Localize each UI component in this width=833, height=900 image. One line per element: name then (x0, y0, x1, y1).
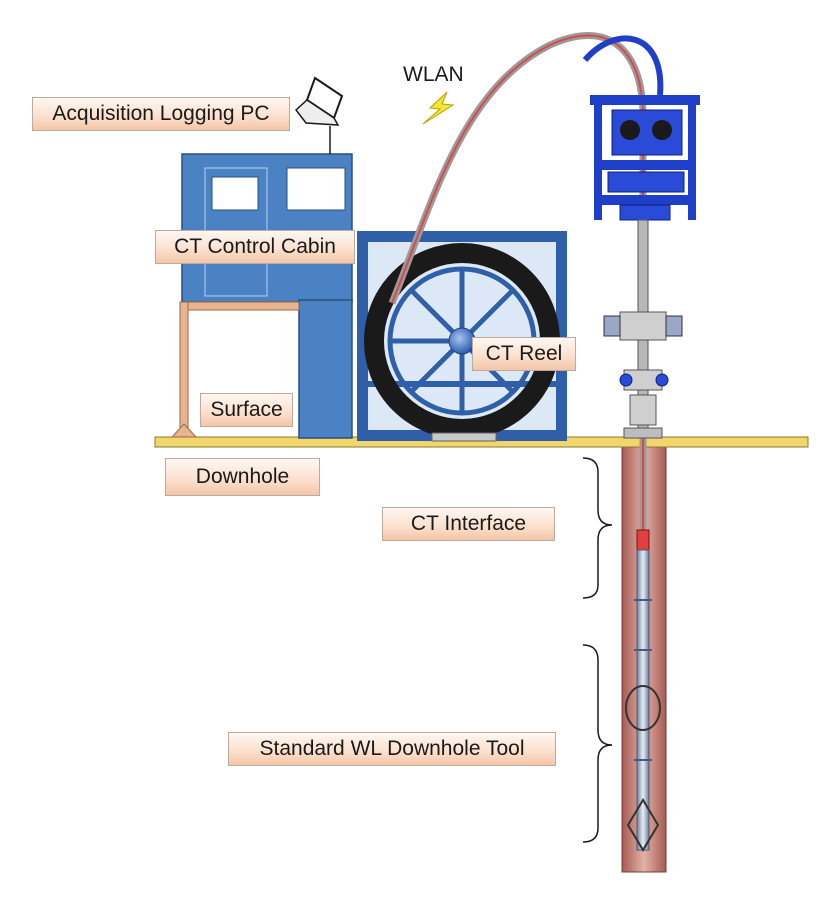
ct-interface-label: CT Interface (382, 507, 555, 541)
acquisition-pc-label: Acquisition Logging PC (32, 97, 290, 131)
downhole-label: Downhole (165, 458, 320, 496)
tool-string (625, 529, 661, 852)
wlan-label: WLAN (403, 63, 464, 86)
wellhead (603, 219, 683, 439)
injector-head (582, 35, 700, 221)
surface-label: Surface (200, 393, 293, 427)
laptop-icon (294, 76, 344, 154)
control-cabin-label: CT Control Cabin (155, 230, 355, 264)
centralizer (625, 685, 661, 731)
bow-spring (626, 798, 660, 852)
ct-control-cabin (170, 153, 353, 439)
ct-reel-label: CT Reel (472, 337, 576, 371)
lightning-icon (422, 91, 455, 125)
ct-interface-brace (582, 457, 613, 599)
wl-tool-brace (582, 644, 613, 843)
wl-tool-label: Standard WL Downhole Tool (228, 732, 556, 766)
